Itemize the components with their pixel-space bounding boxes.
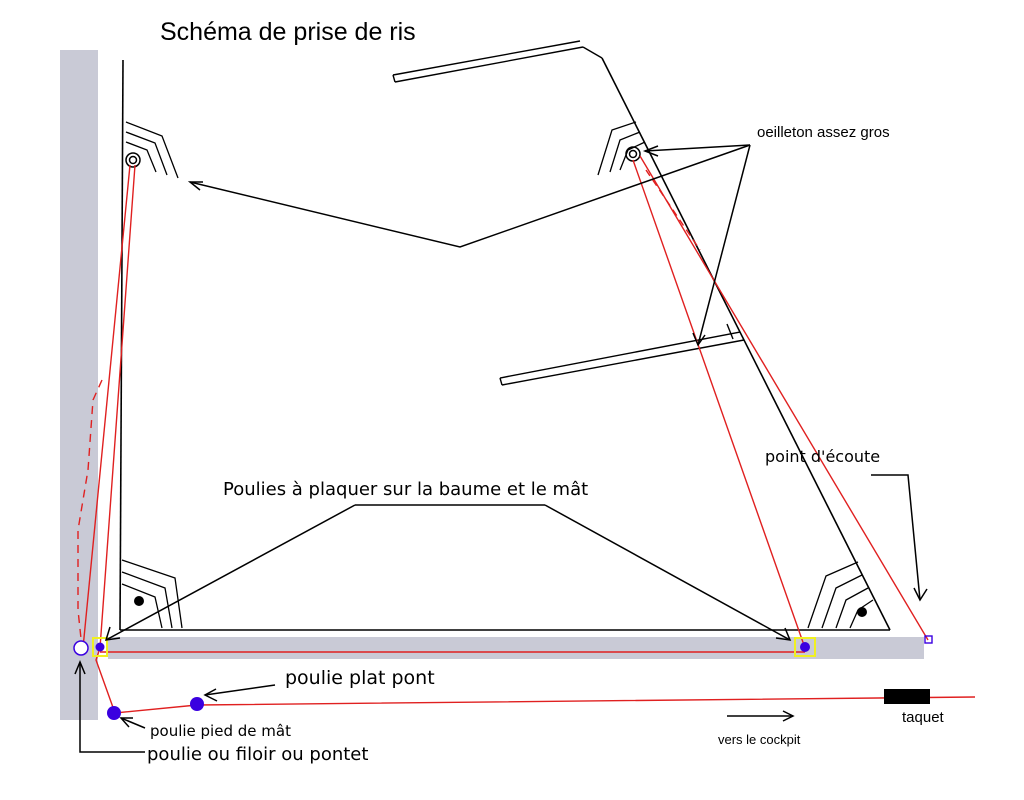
boom-block — [800, 642, 810, 652]
label-taquet: taquet — [902, 709, 945, 726]
patch-luff-reef — [125, 121, 179, 179]
leech-cringle — [625, 146, 641, 162]
mast-block-highlight — [92, 637, 108, 657]
batten-top — [392, 40, 603, 83]
tack-grommet — [134, 596, 144, 606]
diagram-title: Schéma de prise de ris — [160, 18, 416, 46]
mast-foot-block — [107, 706, 121, 720]
patch-clew — [807, 561, 874, 629]
mast — [60, 50, 98, 720]
label-point-ecoute: point d'écoute — [765, 447, 880, 466]
label-poulie-plat-pont: poulie plat pont — [285, 667, 435, 689]
fairlead-ring — [73, 640, 89, 656]
mast-block — [95, 642, 105, 652]
clew-grommet — [857, 607, 867, 617]
patch-tack — [121, 559, 183, 629]
label-poulie-pied-mat: poulie pied de mât — [150, 722, 291, 740]
label-poulie-filoir: poulie ou filoir ou pontet — [147, 744, 368, 765]
pointer-arrows — [74, 144, 928, 753]
cleat — [884, 689, 930, 704]
label-poulies-plaquer: Poulies à plaquer sur la baume et le mât — [223, 479, 588, 500]
label-vers-cockpit: vers le cockpit — [718, 732, 801, 747]
sail-outline — [119, 57, 891, 631]
boom-block-highlight — [794, 637, 816, 657]
batten-middle — [499, 323, 745, 386]
reef-lines — [77, 155, 976, 714]
label-oeilleton: oeilleton assez gros — [757, 124, 890, 141]
luff-cringle — [125, 152, 141, 168]
boom — [108, 637, 924, 659]
clew-fitting — [924, 635, 933, 644]
deck-block — [190, 697, 204, 711]
